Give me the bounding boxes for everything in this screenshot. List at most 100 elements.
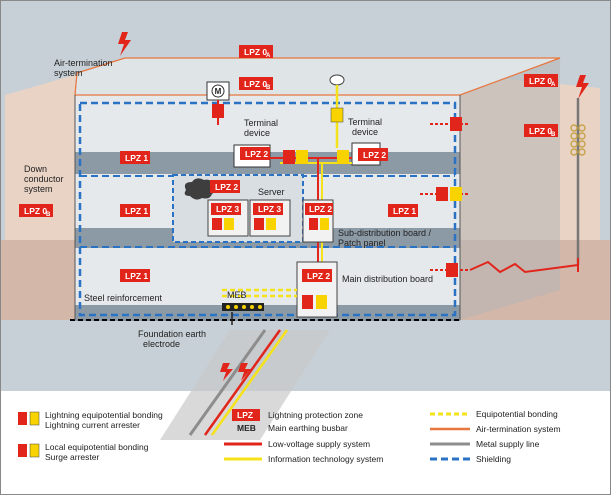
svg-text:LPZ 2: LPZ 2 (215, 182, 238, 192)
lpz-badge-top-0b: LPZ 0 B (239, 77, 273, 91)
svg-text:LPZ 0: LPZ 0 (529, 126, 552, 136)
lpz-badge-top-0a: LPZ 0 A (239, 45, 273, 59)
legend-low-voltage: Low-voltage supply system (268, 439, 370, 449)
legend-lpz: Lightning protection zone (268, 410, 363, 420)
floor-slab-1 (75, 305, 460, 321)
lpz-badge-right-0b: LPZ 0 B (524, 124, 558, 138)
air-termination-label-1: Air-termination (54, 58, 113, 68)
lpz-badge-subdist: LPZ 2 (305, 203, 333, 215)
motor-label: M (215, 87, 222, 96)
lightning-bolt-icon (118, 32, 131, 56)
svg-text:B: B (551, 132, 556, 138)
lightning-bolt-right-icon (576, 75, 589, 99)
subdist-arrester-1-icon (309, 218, 318, 230)
lpz-badge-floor3: LPZ 1 (120, 151, 150, 164)
subdist-label-2: Patch panel (338, 238, 386, 248)
legend-surge-arrester-icon (29, 443, 40, 458)
shielding-outer (78, 101, 457, 317)
terminal-arrester-3-icon (337, 150, 349, 164)
legend-it-system: Information technology system (268, 454, 383, 464)
legend: Lightning equipotential bonding Lightnin… (18, 409, 561, 464)
svg-text:LPZ 1: LPZ 1 (125, 206, 148, 216)
ext-arrester-top-icon (450, 117, 462, 131)
terminal-right-label-1: Terminal (348, 117, 382, 127)
terminal-arrester-1-icon (283, 150, 295, 164)
server-b-arrester-1-icon (254, 218, 264, 230)
incoming-supply-strike (469, 260, 579, 274)
subdist-arrester-2-icon (320, 218, 329, 230)
down-conductor-label-2: conductor (24, 174, 64, 184)
lpz-badge-floor2-right: LPZ 1 (388, 204, 418, 217)
legend-local-bonding: Local equipotential bonding (45, 442, 149, 452)
foundation-label-2: electrode (143, 339, 180, 349)
dish-arrester-icon (330, 107, 344, 123)
svg-text:LPZ 0: LPZ 0 (24, 206, 47, 216)
svg-text:LPZ 2: LPZ 2 (307, 271, 330, 281)
legend-lightning-arrester: Lightning current arrester (45, 420, 140, 430)
main-entry-arrester-icon (446, 263, 458, 277)
svg-text:LPZ 0: LPZ 0 (244, 47, 267, 57)
server-a-arrester-2-icon (224, 218, 234, 230)
terminal-right-label-2: device (352, 127, 378, 137)
svg-text:LPZ 2: LPZ 2 (245, 149, 268, 159)
legend-meb: Main earthing busbar (268, 423, 348, 433)
lpz-badge-server-room: LPZ 2 (210, 180, 240, 193)
svg-text:LPZ 1: LPZ 1 (125, 153, 148, 163)
svg-text:LPZ 3: LPZ 3 (216, 204, 239, 214)
legend-equip-bonding: Equipotential bonding (476, 409, 558, 419)
server-b-arrester-2-icon (266, 218, 276, 230)
lpz-badge-maindist: LPZ 2 (302, 269, 332, 282)
motor-arrester-icon (212, 104, 224, 118)
legend-lightning-bonding: Lightning equipotential bonding (45, 410, 163, 420)
legend-lpz-symbol: LPZ (237, 410, 253, 420)
svg-text:LPZ 3: LPZ 3 (258, 204, 281, 214)
terminal-left-label-1: Terminal (244, 118, 278, 128)
lpz-badge-server-a: LPZ 3 (211, 203, 241, 215)
meb-terminals (226, 305, 262, 309)
it-supply-line (210, 329, 289, 436)
svg-text:LPZ 2: LPZ 2 (309, 204, 332, 214)
maindist-arrester-2-icon (316, 295, 327, 309)
subdist-label-1: Sub-distribution board / (338, 228, 432, 238)
maindist-arrester-1-icon (302, 295, 313, 309)
svg-text:B: B (46, 212, 51, 218)
legend-local-bonding-icon (18, 444, 27, 457)
legend-lightning-bonding-icon (18, 412, 27, 425)
svg-text:LPZ 2: LPZ 2 (363, 150, 386, 160)
legend-lpz-badge (232, 409, 260, 421)
svg-text:A: A (266, 53, 271, 59)
server-label: Server (258, 187, 285, 197)
lpz-badge-server-b: LPZ 3 (253, 203, 283, 215)
motor-icon (211, 84, 225, 98)
ground-strike-icon-2 (238, 363, 251, 381)
lpz-badge-terminal-right: LPZ 2 (358, 148, 388, 161)
air-termination-conductor (74, 57, 561, 96)
network-cloud-icon (184, 178, 215, 200)
svg-text:LPZ 1: LPZ 1 (125, 271, 148, 281)
legend-lightning-arrester-icon (29, 411, 40, 426)
air-termination-label-2: system (54, 68, 83, 78)
legend-air-term: Air-termination system (476, 424, 561, 434)
terminal-arrester-2-icon (296, 150, 308, 164)
supply-trench (160, 330, 330, 440)
lpz-badge-left-0b: LPZ 0 B (19, 204, 53, 218)
terminal-left-label-2: device (244, 128, 270, 138)
right-wall (460, 58, 560, 320)
legend-surge-arrester: Surge arrester (45, 452, 99, 462)
lpz-badge-terminal-left: LPZ 2 (240, 147, 270, 160)
svg-text:LPZ 0: LPZ 0 (244, 79, 267, 89)
foundation-label-1: Foundation earth (138, 329, 206, 339)
svg-text:B: B (266, 85, 271, 91)
down-conductor-label-1: Down (24, 164, 47, 174)
meb-label: MEB (227, 290, 247, 300)
lpz-badge-floor2-left: LPZ 1 (120, 204, 150, 217)
svg-text:LPZ 0: LPZ 0 (529, 76, 552, 86)
lpz-badge-floor1: LPZ 1 (120, 269, 150, 282)
metal-supply-line (188, 329, 267, 436)
ground-strike-icon-1 (220, 363, 233, 381)
legend-meb-symbol: MEB (237, 423, 256, 433)
satellite-dish-icon (329, 74, 345, 86)
legend-metal-supply: Metal supply line (476, 439, 540, 449)
antenna-insulators (570, 124, 586, 156)
